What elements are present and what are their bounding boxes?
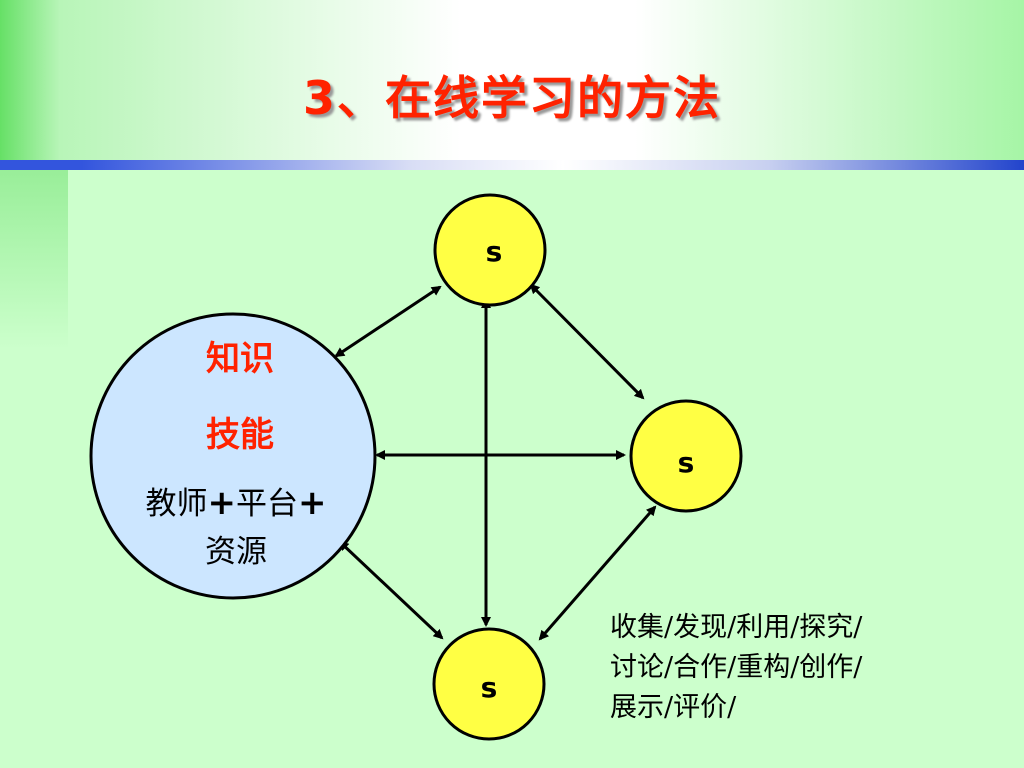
arrow-hub-to-bottom	[338, 540, 444, 640]
student-node-bottom-label: s	[481, 671, 498, 704]
arrow-hub-to-top	[334, 285, 442, 358]
hub-teacher-label: 教师	[146, 486, 208, 522]
arrow-right-to-bottom	[538, 505, 657, 641]
student-node-top-label: s	[486, 235, 503, 268]
title-divider	[0, 160, 1024, 170]
hub-circle	[89, 312, 377, 600]
hub-plus-1: +	[208, 483, 237, 523]
hub-plus-2: +	[298, 483, 327, 523]
header-band	[0, 0, 1024, 160]
hub-resource-label: 资源	[205, 534, 267, 570]
hub-platform-label: 平台	[236, 486, 298, 522]
student-node-bottom	[432, 627, 546, 741]
student-node-right	[629, 399, 743, 513]
student-node-top	[433, 193, 547, 307]
hub-resources-line: 教师+平台+	[146, 483, 327, 523]
activity-line-2: 讨论/合作/重构/创作/	[610, 652, 863, 683]
student-node-right-label: s	[678, 446, 695, 479]
arrow-top-to-right	[529, 283, 645, 400]
hub-knowledge-label: 知识	[206, 339, 274, 379]
activity-line-3: 展示/评价/	[610, 692, 737, 723]
hub-skill-label: 技能	[206, 415, 274, 455]
left-accent-strip	[0, 170, 68, 768]
slide-title: 3、在线学习的方法	[302, 71, 721, 125]
activity-list: 收集/发现/利用/探究/ 讨论/合作/重构/创作/ 展示/评价/	[610, 608, 970, 728]
activity-line-1: 收集/发现/利用/探究/	[610, 612, 863, 643]
